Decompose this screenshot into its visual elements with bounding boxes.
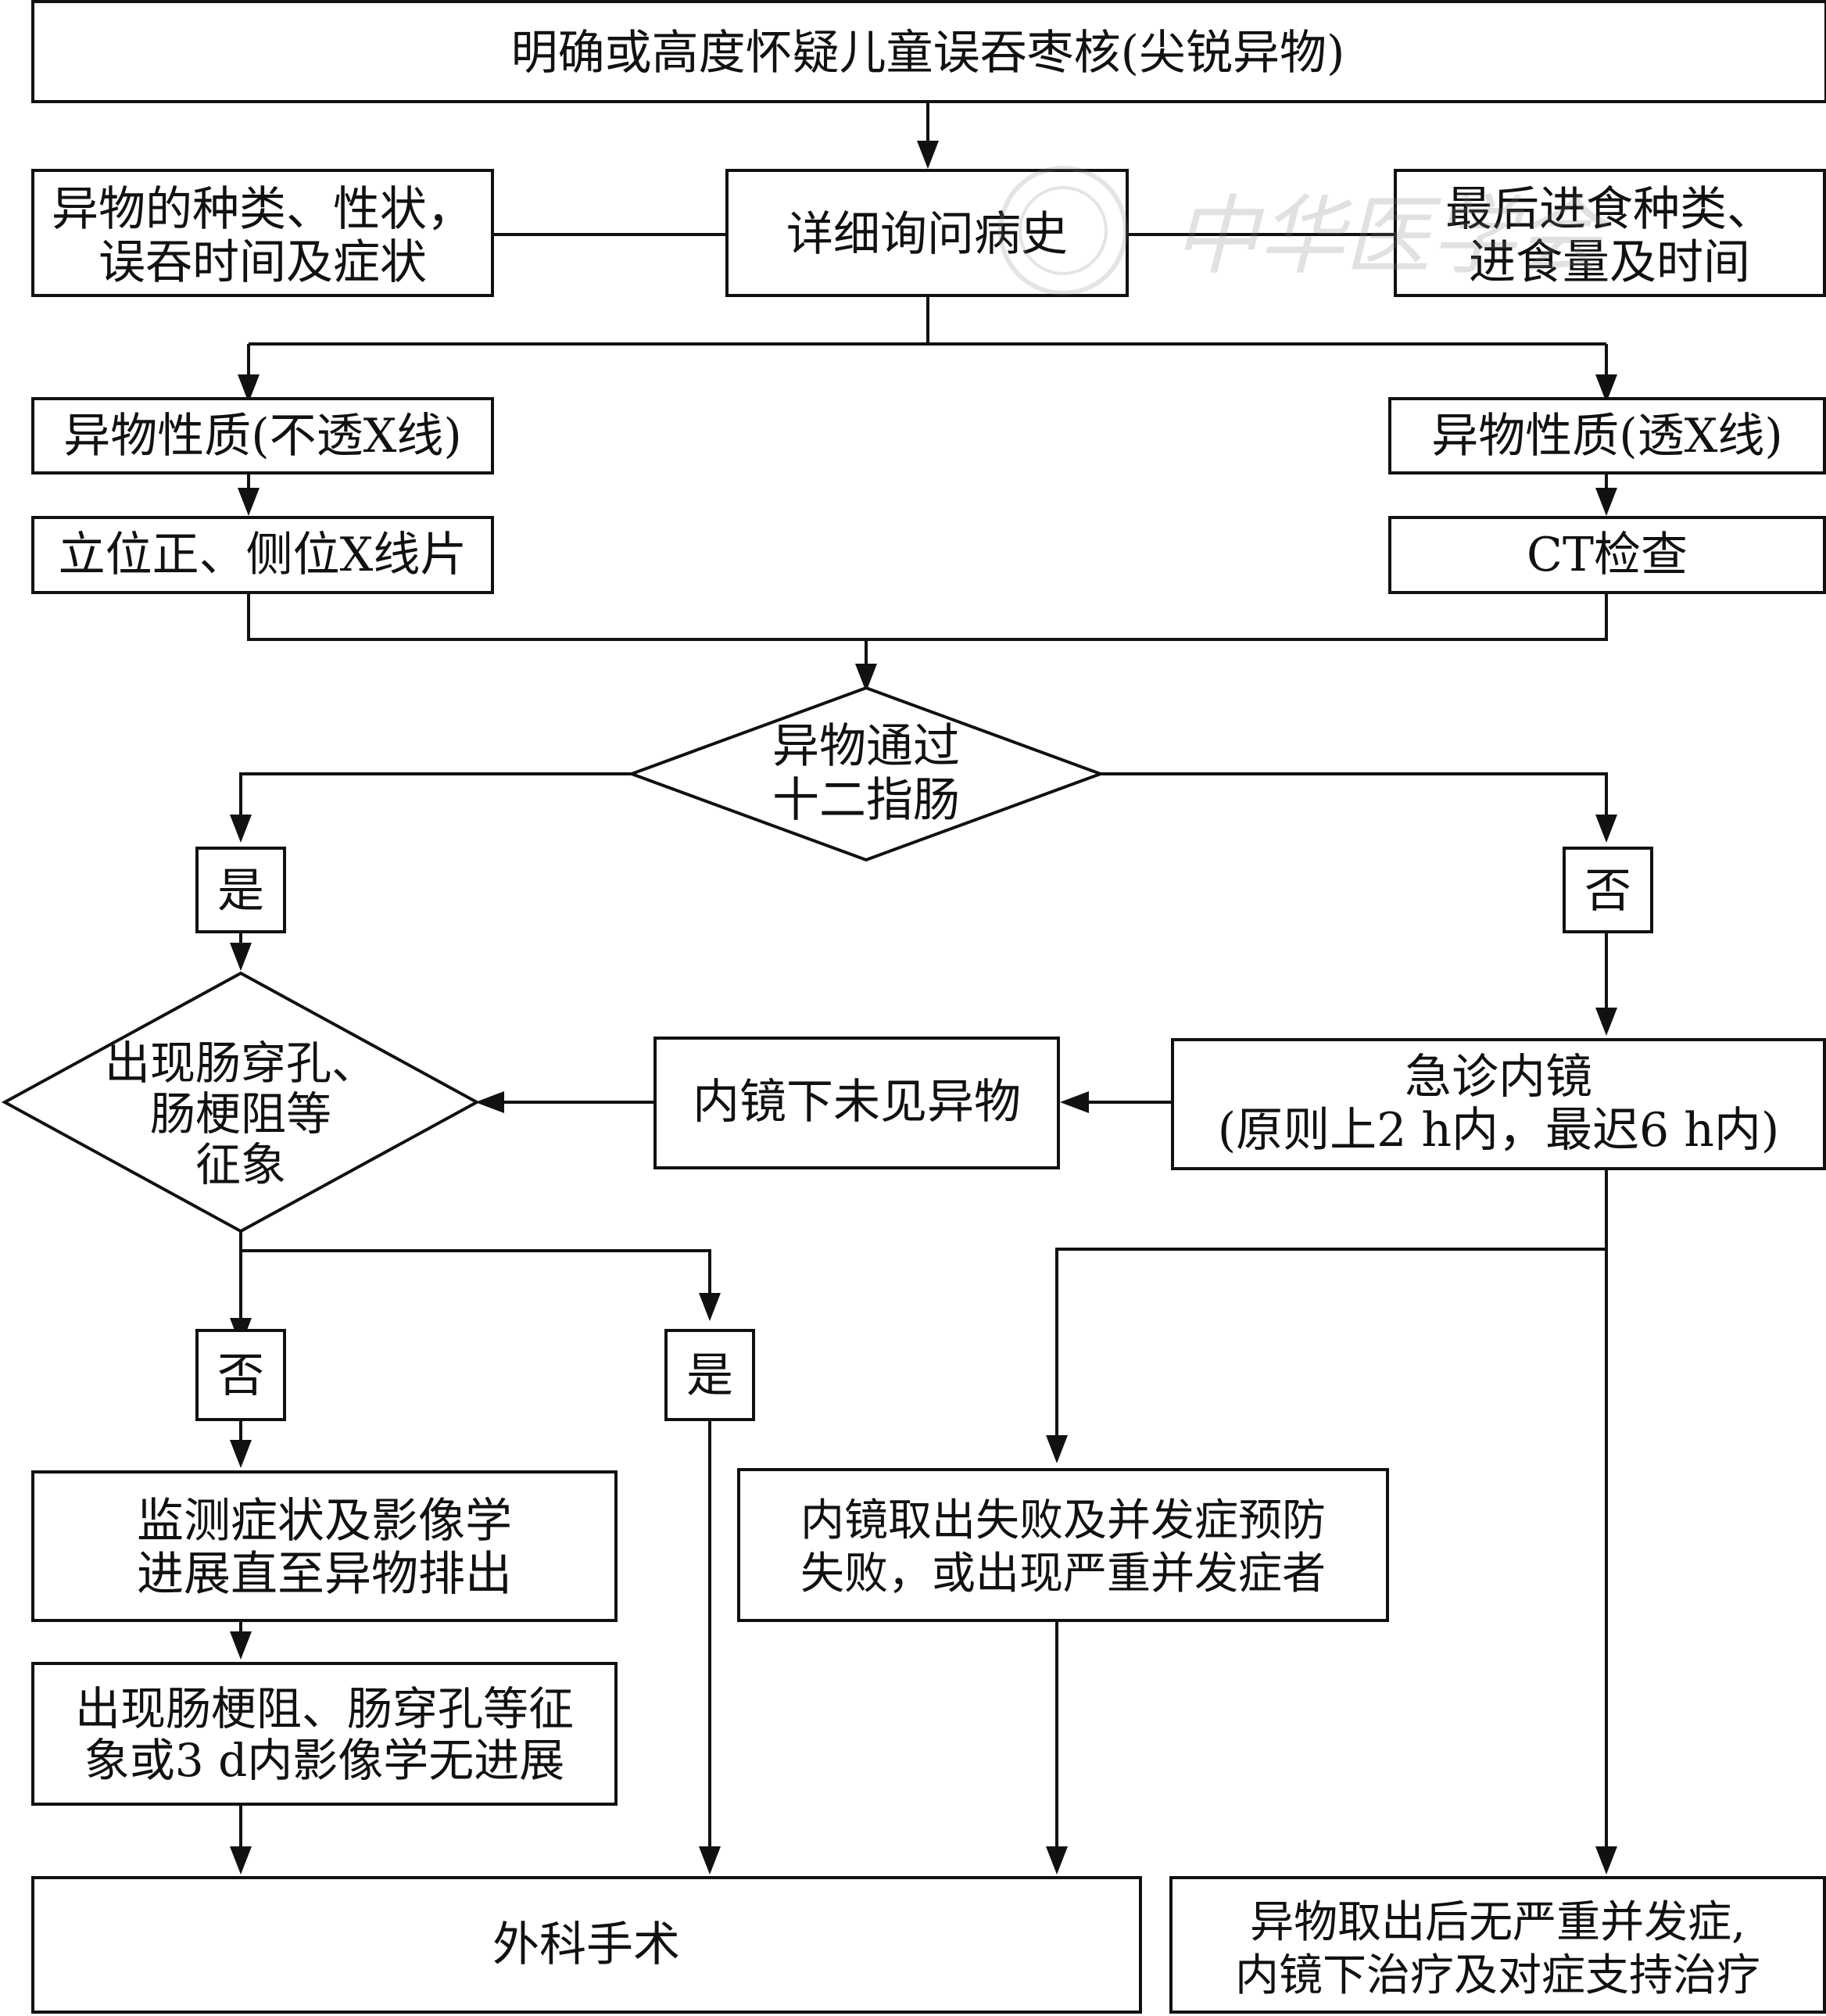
duodenum-decision-line-1: 异物通过 — [772, 719, 960, 774]
right-history-note-line-1: 最后进食种类、 — [1445, 182, 1774, 237]
duodenum-no-label: 否 — [1563, 847, 1653, 933]
arrowhead-down — [1046, 1435, 1068, 1463]
success-line-1: 异物取出后无严重并发症, — [1250, 1897, 1745, 1948]
left-history-note-line-1: 异物的种类、性状， — [52, 182, 474, 237]
emergency-endoscopy-box: 急诊内镜 (原则上2 h内，最迟6 h内) — [1171, 1038, 1826, 1170]
arrowhead-down — [1046, 1846, 1068, 1875]
escalation-box: 出现肠梗阻、肠穿孔等征 象或3 d内影像学无进展 — [31, 1662, 618, 1806]
connector-duodenum-yes — [239, 772, 632, 827]
watermark-seal — [998, 166, 1128, 295]
surgery-box: 外科手术 — [31, 1876, 1142, 2014]
connector-endoscopy-outcomes — [1055, 1169, 1608, 1859]
watermark-seal-inner — [1019, 186, 1108, 275]
not-seen-text: 内镜下未见异物 — [693, 1075, 1021, 1130]
watermark: 中华医学会 — [998, 166, 1610, 295]
ct-box: CT检查 — [1388, 516, 1826, 594]
arrowhead-down — [1595, 488, 1617, 516]
arrowheads — [230, 141, 1617, 1875]
connector-complication-split — [239, 1231, 711, 1330]
xray-text: 立位正、侧位X线片 — [59, 528, 467, 582]
failure-box: 内镜取出失败及并发症预防 失败，或出现严重并发症者 — [737, 1468, 1389, 1622]
monitor-box: 监测症状及影像学 进展直至异物排出 — [31, 1470, 618, 1622]
complication-decision-line-1: 出现肠穿孔、 — [105, 1037, 377, 1090]
not-seen-box: 内镜下未见异物 — [653, 1037, 1060, 1169]
complication-yes-text: 是 — [686, 1348, 733, 1403]
arrowhead-left — [475, 1091, 504, 1113]
failure-line-2: 失败，或出现严重并发症者 — [800, 1549, 1326, 1599]
arrowhead-down — [238, 374, 260, 403]
complication-no-text: 否 — [217, 1348, 264, 1403]
left-history-note-line-2: 误吞时间及症状 — [98, 235, 427, 290]
duodenum-yes-label: 是 — [195, 847, 286, 933]
duodenum-decision-line-2: 十二指肠 — [772, 773, 960, 828]
success-line-2: 内镜下治疗及对症支持治疗 — [1235, 1950, 1760, 2001]
monitor-line-2: 进展直至异物排出 — [137, 1547, 512, 1602]
duodenum-yes-text: 是 — [217, 864, 264, 918]
radiopaque-text: 异物性质(不透X线) — [63, 409, 462, 464]
arrowhead-down — [238, 488, 260, 516]
arrowhead-down — [699, 1846, 721, 1875]
complication-yes-label: 是 — [664, 1329, 755, 1421]
right-history-note-line-2: 进食量及时间 — [1469, 235, 1750, 290]
surgery-text: 外科手术 — [492, 1918, 680, 1972]
arrowhead-down — [917, 141, 939, 169]
xray-box: 立位正、侧位X线片 — [31, 516, 494, 594]
duodenum-decision: 异物通过 十二指肠 — [627, 686, 1105, 862]
radiopaque-box: 异物性质(不透X线) — [31, 397, 494, 474]
left-history-note: 异物的种类、性状， 误吞时间及症状 — [31, 169, 494, 297]
arrowhead-down — [1595, 815, 1617, 843]
watermark-text: 中华医学会 — [1173, 186, 1610, 286]
complication-decision-line-3: 征象 — [195, 1138, 286, 1191]
arrowhead-down — [230, 1440, 252, 1468]
arrowhead-down — [230, 1631, 252, 1660]
emergency-endoscopy-line-2: (原则上2 h内，最迟6 h内) — [1218, 1103, 1780, 1158]
title-text: 明确或高度怀疑儿童误吞枣核(尖锐异物) — [511, 26, 1345, 81]
monitor-line-1: 监测症状及影像学 — [137, 1494, 512, 1549]
arrowhead-down — [230, 815, 252, 843]
complication-decision-line-2: 肠梗阻等 — [150, 1087, 331, 1140]
ct-text: CT检查 — [1527, 528, 1688, 582]
arrowhead-down — [230, 1846, 252, 1875]
radiolucent-text: 异物性质(透X线) — [1431, 409, 1783, 464]
arrowhead-left — [1060, 1091, 1089, 1113]
failure-line-1: 内镜取出失败及并发症预防 — [800, 1495, 1326, 1546]
arrowhead-down — [1595, 1008, 1617, 1036]
right-history-note: 最后进食种类、 进食量及时间 — [1394, 169, 1826, 297]
connector-imaging-merge — [247, 593, 1608, 676]
arrowhead-down — [230, 943, 252, 971]
escalation-line-2: 象或3 d内影像学无进展 — [84, 1734, 564, 1787]
duodenum-no-text: 否 — [1584, 864, 1631, 918]
history-text: 详细询问病史 — [786, 207, 1068, 262]
arrowhead-down — [855, 664, 877, 692]
success-box: 异物取出后无严重并发症, 内镜下治疗及对症支持治疗 — [1169, 1876, 1826, 2014]
escalation-line-1: 出现肠梗阻、肠穿孔等征 — [75, 1682, 574, 1735]
radiolucent-box: 异物性质(透X线) — [1388, 397, 1826, 474]
arrowhead-down — [1595, 1846, 1617, 1875]
arrowhead-down — [699, 1293, 721, 1321]
complication-decision: 出现肠穿孔、 肠梗阻等 征象 — [1, 971, 481, 1234]
complication-no-label: 否 — [195, 1329, 286, 1421]
connector-duodenum-no — [1101, 772, 1608, 827]
arrowhead-down — [1595, 374, 1617, 403]
connectors — [239, 102, 1608, 1859]
emergency-endoscopy-line-1: 急诊内镜 — [1405, 1050, 1592, 1105]
connector-history-split — [247, 297, 1608, 387]
title-box: 明确或高度怀疑儿童误吞枣核(尖锐异物) — [31, 0, 1826, 103]
history-box: 详细询问病史 — [725, 169, 1129, 297]
